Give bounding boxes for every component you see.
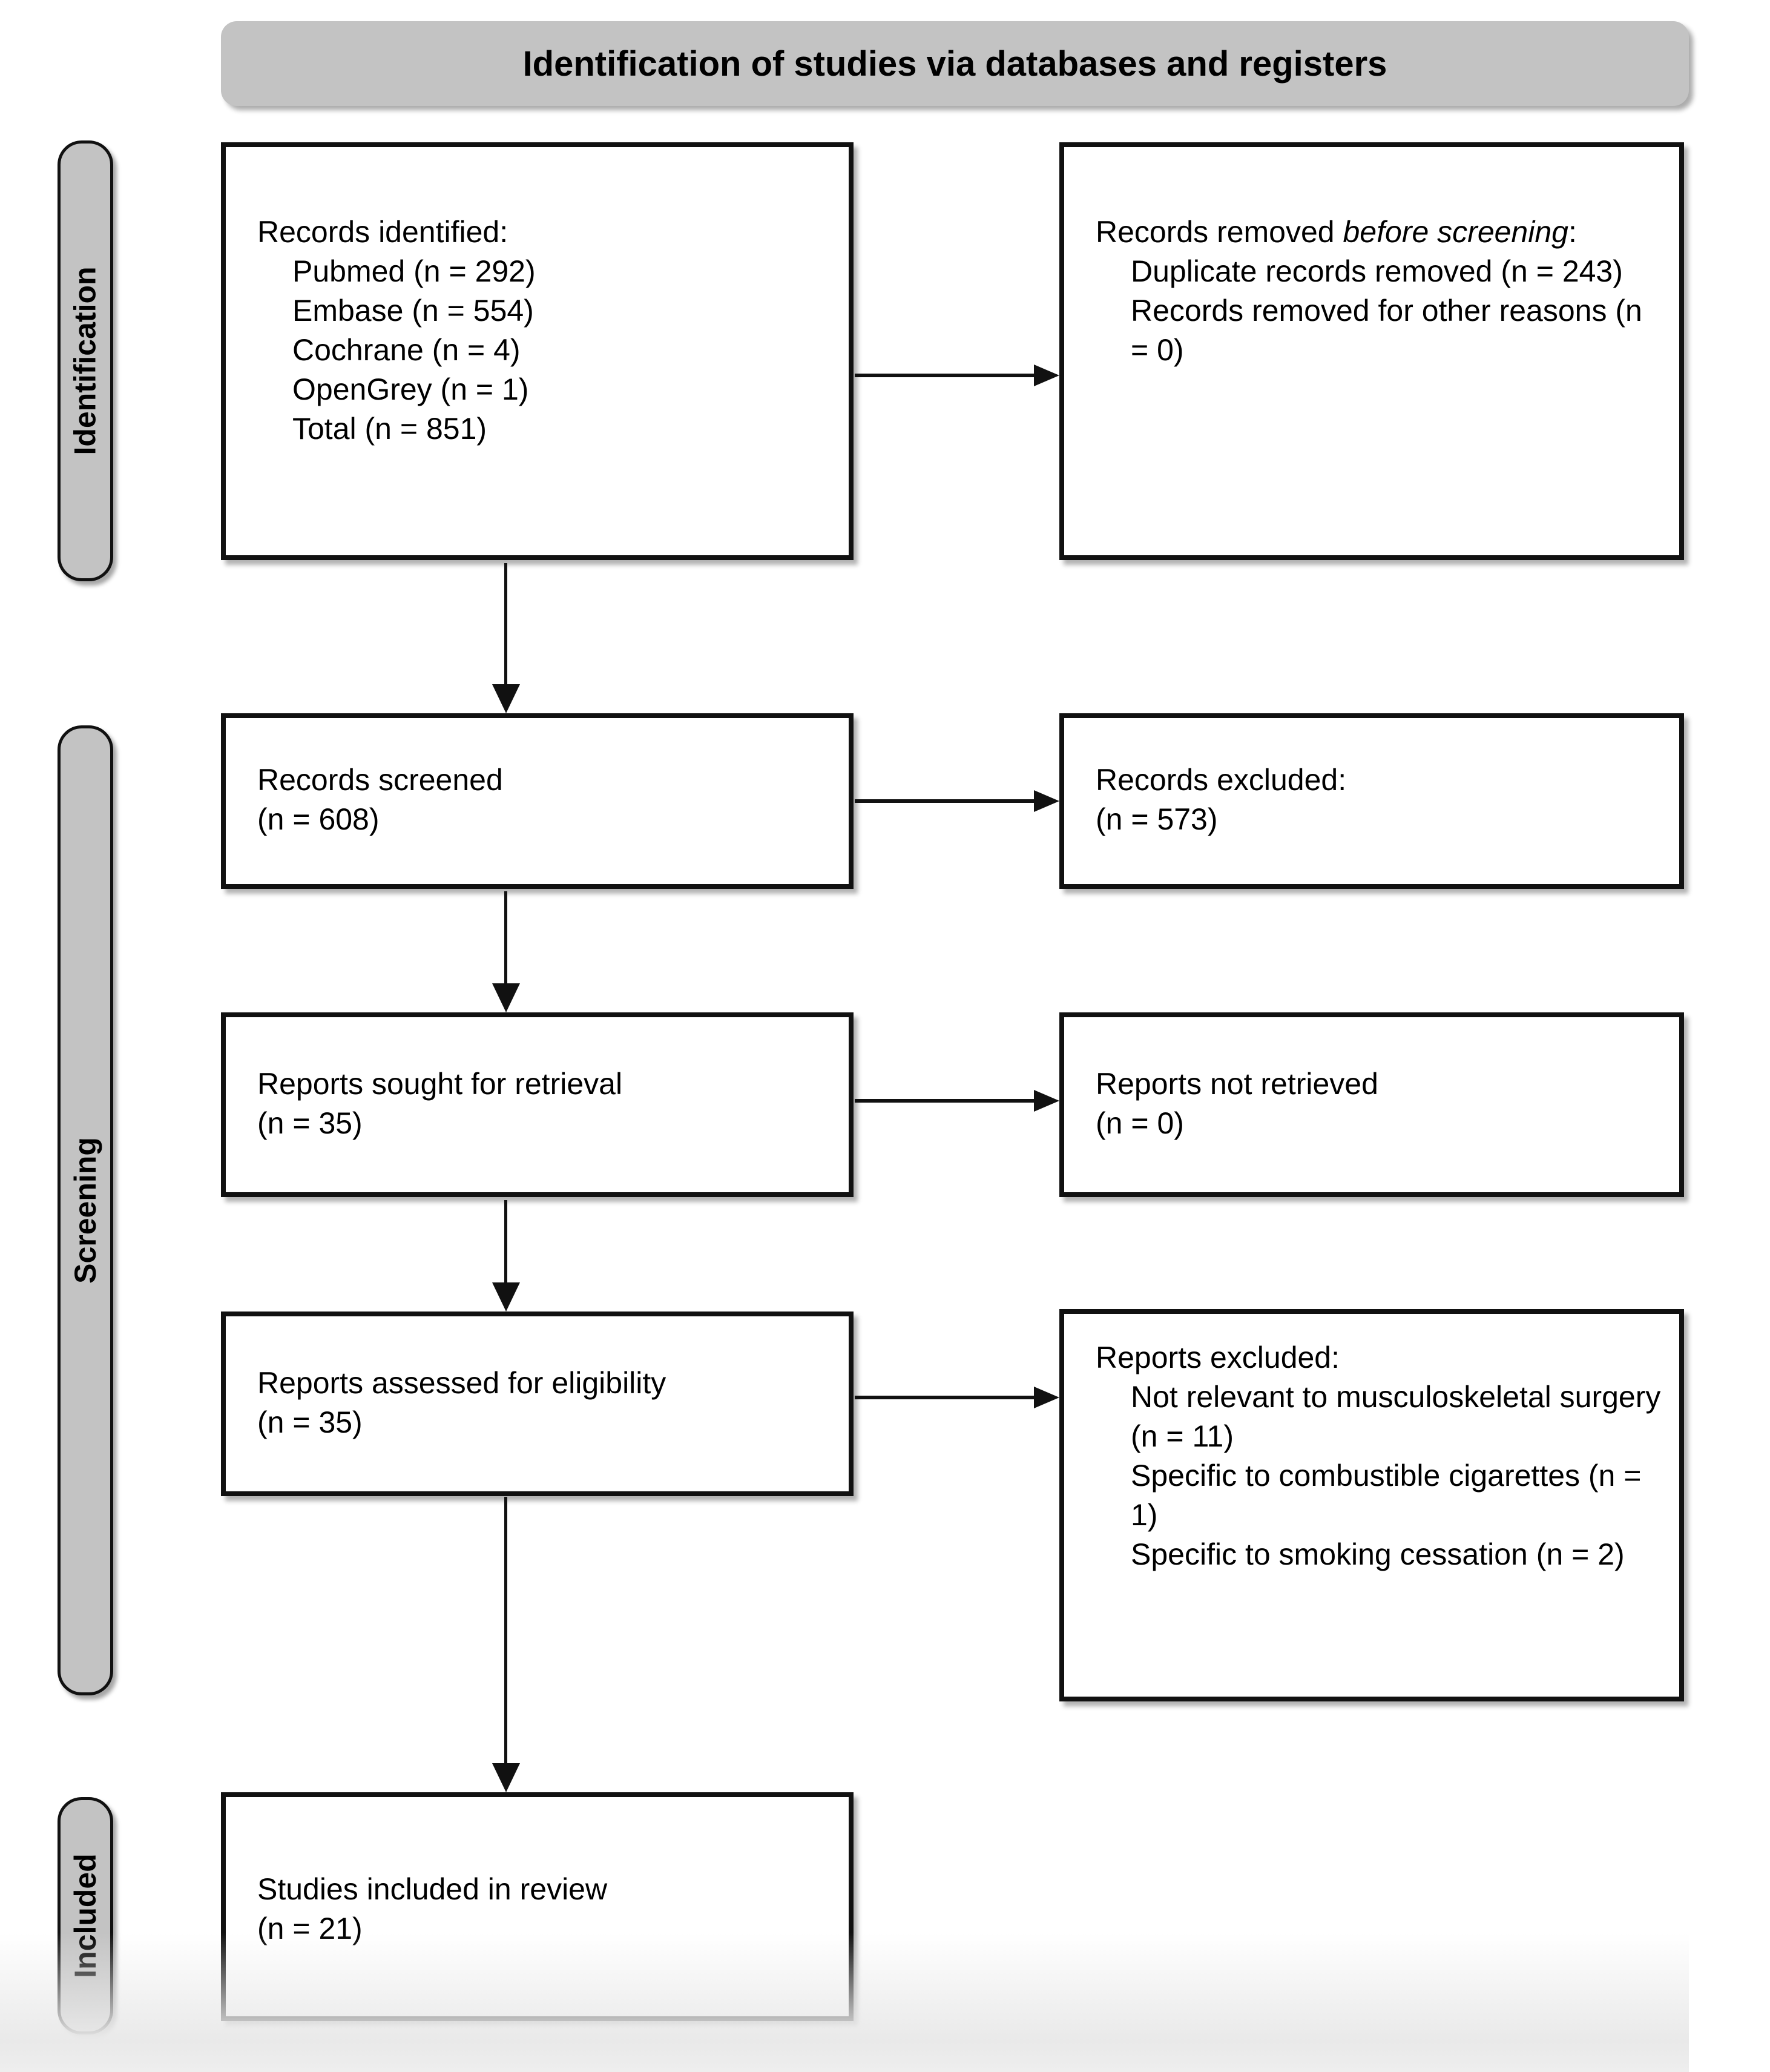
records-removed-item-other: Records removed for other reasons (n = 0…	[1131, 294, 1642, 367]
arrow-shaft	[504, 563, 507, 684]
box-reports-not-retrieved-text: Reports not retrieved (n = 0)	[1096, 1064, 1665, 1143]
box-reports-sought-text: Reports sought for retrieval (n = 35)	[257, 1064, 834, 1143]
records-removed-heading-colon: :	[1568, 215, 1577, 249]
arrow-screened-to-sought	[492, 891, 520, 1012]
records-screened-count: (n = 608)	[257, 802, 380, 836]
stage-rail-identification: Identification	[58, 140, 113, 581]
stage-label-screening: Screening	[68, 1137, 102, 1284]
box-records-identified: Records identified: Pubmed (n = 292) Emb…	[221, 142, 854, 560]
box-reports-sought-for-retrieval: Reports sought for retrieval (n = 35)	[221, 1012, 854, 1197]
arrow-head-icon	[492, 1763, 520, 1792]
records-removed-heading-italic: before screening	[1343, 215, 1568, 249]
arrow-shaft	[855, 1396, 1034, 1399]
records-screened-label: Records screened	[257, 763, 503, 797]
records-identified-item-pubmed: Pubmed (n = 292)	[292, 254, 536, 288]
records-identified-item-total: Total (n = 851)	[292, 412, 487, 446]
records-excluded-label: Records excluded:	[1096, 763, 1347, 797]
arrow-shaft	[855, 1099, 1034, 1103]
records-identified-item-opengrey: OpenGrey (n = 1)	[292, 372, 529, 406]
arrow-shaft	[504, 1497, 507, 1763]
arrow-head-icon	[1034, 1090, 1059, 1112]
arrow-identified-to-screened	[492, 563, 520, 713]
records-removed-item-duplicates: Duplicate records removed (n = 243)	[1131, 254, 1623, 288]
records-removed-heading-plain: Records removed	[1096, 215, 1343, 249]
diagram-header-banner: Identification of studies via databases …	[221, 21, 1689, 106]
box-records-screened-text: Records screened (n = 608)	[257, 761, 834, 839]
box-reports-excluded-text: Reports excluded: Not relevant to muscul…	[1096, 1338, 1665, 1574]
arrow-head-icon	[492, 1282, 520, 1311]
arrow-sought-to-not-retrieved	[855, 1090, 1059, 1112]
arrow-assessed-to-included	[492, 1497, 520, 1792]
box-records-identified-text: Records identified: Pubmed (n = 292) Emb…	[257, 213, 834, 449]
stage-rail-screening: Screening	[58, 725, 113, 1695]
arrow-head-icon	[1034, 790, 1059, 812]
reports-excluded-reason-not-relevant: Not relevant to musculoskeletal surgery …	[1131, 1380, 1661, 1453]
studies-included-count: (n = 21)	[257, 1912, 363, 1945]
box-studies-included-in-review: Studies included in review (n = 21)	[221, 1792, 854, 2021]
box-studies-included-text: Studies included in review (n = 21)	[257, 1870, 834, 1948]
arrow-shaft	[855, 374, 1034, 377]
box-records-removed-text: Records removed before screening: Duplic…	[1096, 213, 1665, 370]
arrow-screened-to-excluded	[855, 790, 1059, 812]
reports-assessed-count: (n = 35)	[257, 1405, 363, 1439]
records-identified-heading: Records identified:	[257, 215, 508, 249]
arrow-head-icon	[1034, 365, 1059, 386]
arrow-head-icon	[492, 983, 520, 1012]
arrow-identified-to-removed	[855, 365, 1059, 386]
arrow-head-icon	[1034, 1387, 1059, 1408]
records-identified-item-cochrane: Cochrane (n = 4)	[292, 333, 521, 367]
reports-not-retrieved-label: Reports not retrieved	[1096, 1067, 1378, 1101]
reports-sought-label: Reports sought for retrieval	[257, 1067, 623, 1101]
reports-not-retrieved-count: (n = 0)	[1096, 1106, 1184, 1140]
records-removed-heading: Records removed before screening:	[1096, 213, 1665, 252]
reports-excluded-reason-combustible: Specific to combustible cigarettes (n = …	[1131, 1459, 1642, 1532]
studies-included-label: Studies included in review	[257, 1872, 608, 1906]
box-records-excluded: Records excluded: (n = 573)	[1059, 713, 1684, 889]
stage-label-included: Included	[68, 1853, 103, 1978]
arrow-shaft	[504, 891, 507, 983]
reports-sought-count: (n = 35)	[257, 1106, 363, 1140]
box-reports-assessed-for-eligibility: Reports assessed for eligibility (n = 35…	[221, 1311, 854, 1496]
box-reports-assessed-text: Reports assessed for eligibility (n = 35…	[257, 1364, 834, 1442]
box-reports-excluded: Reports excluded: Not relevant to muscul…	[1059, 1309, 1684, 1701]
box-reports-not-retrieved: Reports not retrieved (n = 0)	[1059, 1012, 1684, 1197]
reports-assessed-label: Reports assessed for eligibility	[257, 1366, 666, 1400]
arrow-shaft	[855, 799, 1034, 803]
stage-rail-included: Included	[58, 1797, 113, 2034]
records-identified-item-embase: Embase (n = 554)	[292, 294, 534, 328]
arrow-shaft	[504, 1200, 507, 1282]
records-excluded-count: (n = 573)	[1096, 802, 1218, 836]
reports-excluded-reason-cessation: Specific to smoking cessation (n = 2)	[1131, 1537, 1625, 1571]
stage-label-identification: Identification	[68, 266, 103, 455]
box-records-screened: Records screened (n = 608)	[221, 713, 854, 889]
arrow-sought-to-assessed	[492, 1200, 520, 1311]
arrow-head-icon	[492, 684, 520, 713]
arrow-assessed-to-reports-excluded	[855, 1387, 1059, 1408]
box-records-removed-before-screening: Records removed before screening: Duplic…	[1059, 142, 1684, 560]
diagram-title: Identification of studies via databases …	[522, 44, 1387, 84]
reports-excluded-heading: Reports excluded:	[1096, 1341, 1340, 1374]
box-records-excluded-text: Records excluded: (n = 573)	[1096, 761, 1665, 839]
